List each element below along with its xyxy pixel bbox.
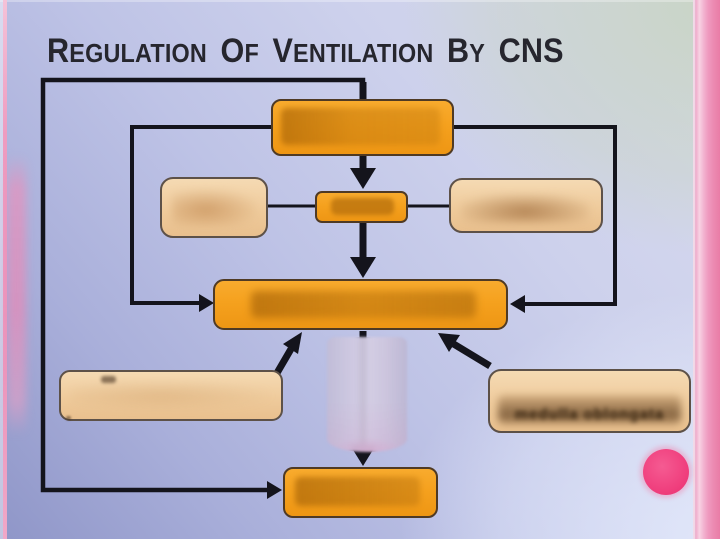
flow-box-bottom-left (59, 370, 283, 421)
right-pink-border-strip (693, 0, 720, 539)
flow-box-bottom-center (283, 467, 438, 518)
arrowhead-a-to-b (350, 168, 376, 189)
title-word: BY (447, 32, 486, 70)
left-pink-accent-line (3, 0, 7, 539)
arrow-h-to-e (450, 340, 492, 369)
arrow-g-to-e (273, 347, 295, 375)
cylinder-shape (327, 337, 407, 452)
redacted-label (172, 189, 256, 226)
flow-box-mid-left (160, 177, 268, 238)
arrowhead-h-to-e (438, 333, 460, 352)
ghost-label: medulla oblongata (514, 406, 665, 423)
arrowhead-into-f (267, 481, 282, 499)
flow-box-mid-right (449, 178, 603, 233)
arrowhead-into-e-left (199, 294, 214, 312)
flow-box-center-small (315, 191, 408, 223)
top-edge-highlight (0, 0, 720, 2)
arrowhead-b-to-e (350, 257, 376, 278)
redacted-label (251, 291, 476, 318)
flow-box-top-center (271, 99, 454, 156)
title-word: VENTILATION (272, 32, 434, 70)
left-pink-accent-glow (7, 155, 26, 435)
right-strip-highlight (693, 0, 695, 539)
feedback-loop-inner-left (130, 125, 271, 305)
redacted-label (498, 395, 681, 424)
redacted-label (295, 477, 420, 506)
title-word: CNS (498, 32, 564, 70)
title-word: REGULATION (47, 32, 207, 70)
redacted-label (71, 380, 271, 411)
flow-box-bottom-right: medulla oblongata (488, 369, 691, 433)
arrowhead-g-to-e (283, 332, 302, 354)
arrowhead-into-e-right (510, 295, 525, 313)
flow-box-main-wide (213, 279, 508, 330)
feedback-loop-right (453, 125, 617, 306)
label-remnant (101, 376, 116, 383)
redacted-label (331, 198, 394, 215)
redacted-label (461, 194, 589, 223)
slide-title: REGULATION OF VENTILATION BY CNS (47, 34, 564, 68)
label-remnant (66, 416, 71, 420)
left-edge-highlight (0, 0, 3, 539)
redacted-label (281, 108, 440, 145)
pink-circle-decoration (643, 449, 689, 495)
title-word: OF (220, 32, 259, 70)
